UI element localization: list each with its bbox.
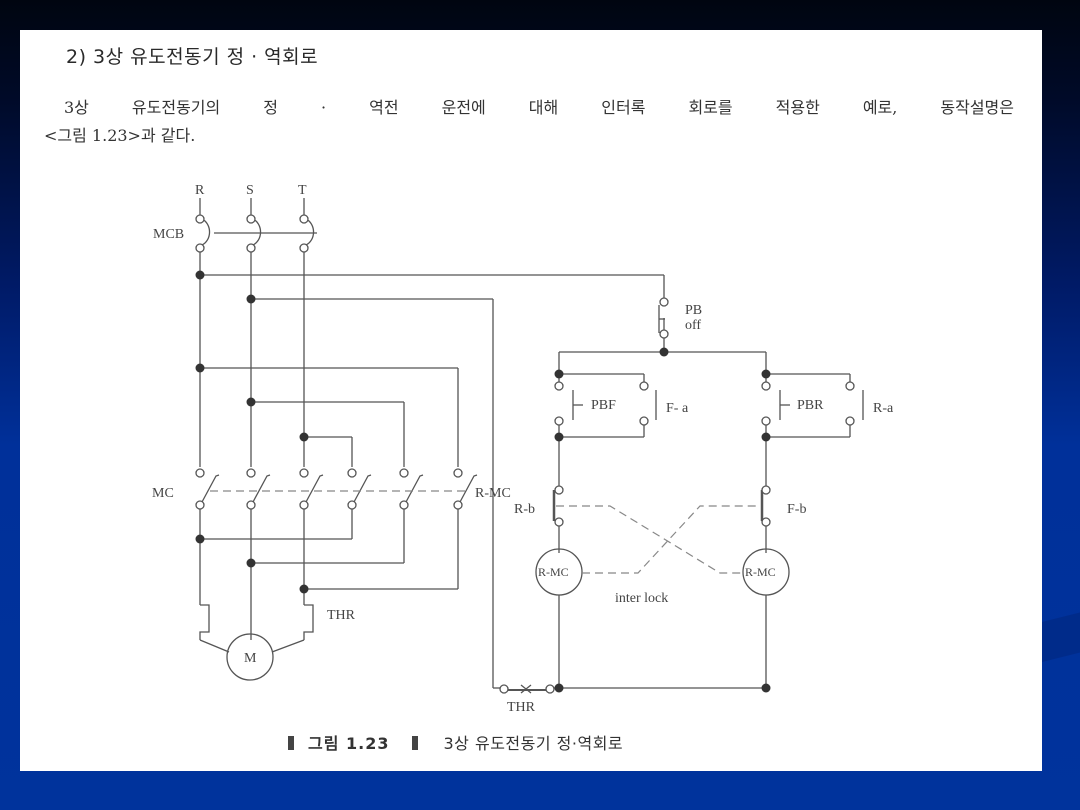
wiring — [199, 198, 864, 694]
label-pb: PB — [685, 303, 702, 318]
label-f-b: F-b — [787, 502, 806, 517]
slide-panel: 2) 3상 유도전동기 정 · 역회로 3상 유도전동기의 정 · 역전 운전에… — [20, 30, 1042, 771]
label-r-a: R-a — [873, 401, 894, 416]
contactor-contacts — [195, 214, 855, 694]
label-f-a: F- a — [666, 401, 689, 416]
label-pbf: PBF — [591, 398, 616, 413]
label-mcb: MCB — [153, 227, 184, 242]
label-coil-right: R-MC — [745, 565, 776, 579]
label-thr-control: THR — [507, 700, 536, 715]
label-pbr: PBR — [797, 398, 824, 413]
label-mc: MC — [152, 486, 174, 501]
mechanical-links — [210, 490, 760, 574]
junction-dots — [195, 270, 771, 693]
label-phase-s: S — [246, 183, 254, 198]
label-thr-main: THR — [327, 608, 356, 623]
mc-terminals — [195, 468, 463, 510]
figure-caption: 그림 1.23 3상 유도전동기 정·역회로 — [288, 730, 623, 754]
label-r-mc-contacts: R-MC — [475, 486, 511, 501]
caption-marker-right — [411, 736, 418, 750]
caption-marker-left — [288, 736, 294, 750]
figure-number: 그림 1.23 — [308, 734, 390, 753]
label-phase-r: R — [195, 183, 205, 198]
label-phase-t: T — [298, 183, 307, 198]
label-pb-off: off — [685, 318, 701, 333]
circuit-diagram: R S T MCB MC R-MC THR M PB off PBF F- a … — [152, 183, 894, 715]
paragraph-line-1: 3상 유도전동기의 정 · 역전 운전에 대해 인터록 회로를 적용한 예로, … — [64, 98, 1014, 117]
label-r-b: R-b — [514, 502, 535, 517]
control-terminals — [499, 297, 855, 694]
label-coil-left: R-MC — [538, 565, 569, 579]
label-interlock: inter lock — [615, 591, 668, 606]
figure-title: 3상 유도전동기 정·역회로 — [443, 734, 624, 753]
paragraph-line-2: <그림 1.23>과 같다. — [44, 126, 196, 145]
section-heading: 2) 3상 유도전동기 정 · 역회로 — [66, 46, 319, 68]
description-paragraph: 3상 유도전동기의 정 · 역전 운전에 대해 인터록 회로를 적용한 예로, … — [44, 94, 1014, 150]
mcb-terminals — [195, 214, 309, 253]
label-motor: M — [244, 651, 257, 666]
